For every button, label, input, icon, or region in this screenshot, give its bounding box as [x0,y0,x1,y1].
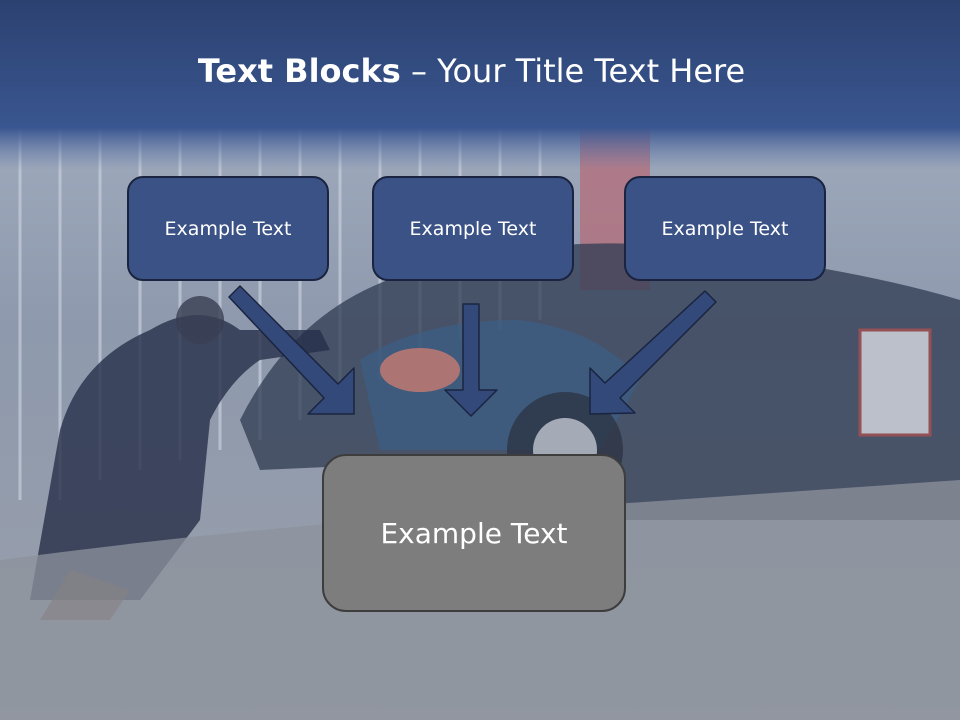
slide-title: Text Blocks – Your Title Text Here [0,52,943,90]
main-text-block[interactable]: Example Text [322,454,626,612]
text-block-1[interactable]: Example Text [127,176,329,281]
title-bold: Text Blocks [197,52,401,90]
arrow-center [444,303,498,417]
arrow-left [228,285,355,415]
arrow-right [589,290,717,415]
title-rest: – Your Title Text Here [400,52,746,90]
text-block-2[interactable]: Example Text [372,176,574,281]
text-block-3[interactable]: Example Text [624,176,826,281]
